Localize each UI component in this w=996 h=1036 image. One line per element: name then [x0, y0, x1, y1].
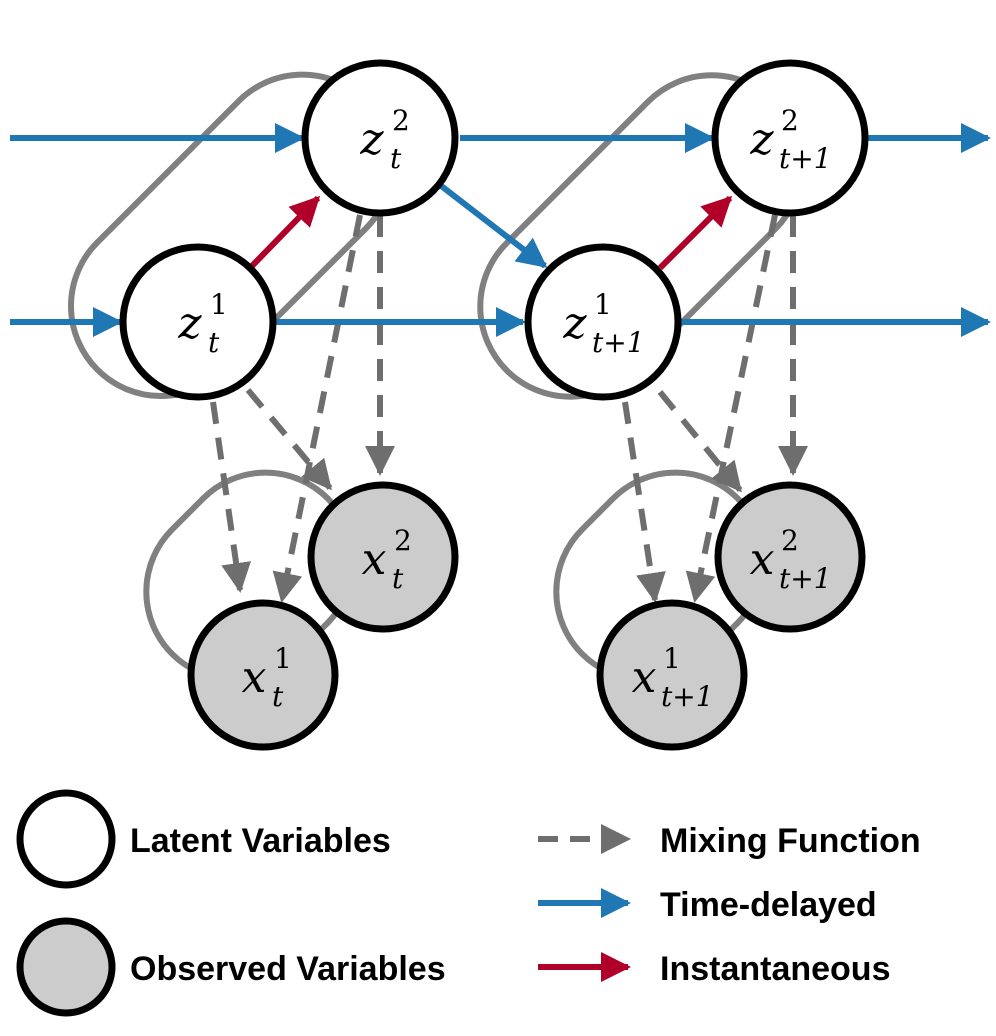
legend-time-delayed: Time-delayed — [538, 886, 877, 924]
node-x-t1-2-sub: t+1 — [779, 562, 832, 595]
node-z-t-2-sub: t — [390, 142, 402, 175]
legend-mixing-label: Mixing Function — [660, 822, 921, 860]
time-delayed-arrows — [10, 123, 991, 337]
node-z-t1-2-sub: t+1 — [779, 142, 832, 175]
node-x-t1-2: x 2 t+1 — [714, 481, 866, 633]
legend-latent: Latent Variables — [16, 789, 391, 889]
node-z-t-1-sub: t — [208, 326, 220, 359]
node-x-t-1-base: x — [242, 652, 267, 703]
node-z-t-2-base: z — [359, 114, 384, 165]
node-x-t1-1-base: x — [632, 652, 657, 703]
inst-arrow-zt1-zt2 — [247, 195, 321, 271]
node-x-t1-1-sub: t+1 — [661, 680, 714, 713]
mixing-arrows — [210, 214, 808, 603]
node-z-t-2-sup: 2 — [392, 104, 410, 137]
mixing-arrow-zt12-xt11 — [685, 214, 778, 603]
node-z-t-1-sup: 1 — [210, 288, 228, 321]
legend-time-delayed-label: Time-delayed — [660, 886, 877, 924]
inst-arrow-zt11-zt12 — [657, 195, 733, 271]
node-x-t-1-sup: 1 — [274, 642, 292, 675]
legend-instantaneous-label: Instantaneous — [660, 950, 890, 988]
mixing-arrow-zt1-xt2 — [245, 388, 333, 491]
node-z-t1-1-base: z — [562, 298, 587, 349]
node-z-t1-2-sup: 2 — [781, 104, 799, 137]
node-x-t-2: x 2 t — [307, 481, 459, 633]
node-z-t1-1: z 1 t+1 — [524, 243, 682, 401]
node-x-t-2-sup: 2 — [394, 524, 412, 557]
legend-instantaneous: Instantaneous — [538, 950, 890, 988]
node-z-t-2: z 2 t — [301, 59, 459, 217]
node-x-t1-1: x 1 t+1 — [596, 599, 748, 751]
node-z-t1-1-sub: t+1 — [592, 326, 645, 359]
mixing-arrow-zt1-xt1 — [210, 401, 252, 593]
node-z-t1-1-sup: 1 — [594, 288, 612, 321]
node-x-t-1: x 1 t — [187, 599, 339, 751]
legend: Latent Variables Observed Variables Mixi… — [16, 789, 921, 1017]
node-x-t-2-sub: t — [392, 562, 404, 595]
node-x-t-2-base: x — [362, 534, 387, 585]
td-arrow-zt2-zt11 — [438, 182, 548, 269]
node-z-t-1-base: z — [177, 298, 202, 349]
node-z-t-1: z 1 t — [119, 243, 277, 401]
legend-observed-label: Observed Variables — [130, 950, 446, 988]
node-z-t1-2-base: z — [749, 114, 774, 165]
node-x-t1-2-sup: 2 — [781, 524, 799, 557]
node-x-t1-1-sup: 1 — [663, 642, 681, 675]
node-x-t-1-sub: t — [272, 680, 284, 713]
legend-latent-swatch — [16, 789, 116, 889]
legend-observed-swatch — [16, 917, 116, 1017]
node-x-t1-2-base: x — [750, 534, 775, 585]
mixing-arrow-zt11-xt11 — [622, 401, 666, 603]
legend-observed: Observed Variables — [16, 917, 446, 1017]
mixing-arrow-zt2-xt1 — [272, 214, 363, 603]
legend-mixing: Mixing Function — [538, 822, 921, 860]
instantaneous-arrows — [247, 195, 733, 271]
mixing-arrow-zt11-xt12 — [657, 390, 743, 493]
legend-latent-label: Latent Variables — [130, 822, 391, 860]
node-z-t1-2: z 2 t+1 — [711, 59, 869, 217]
